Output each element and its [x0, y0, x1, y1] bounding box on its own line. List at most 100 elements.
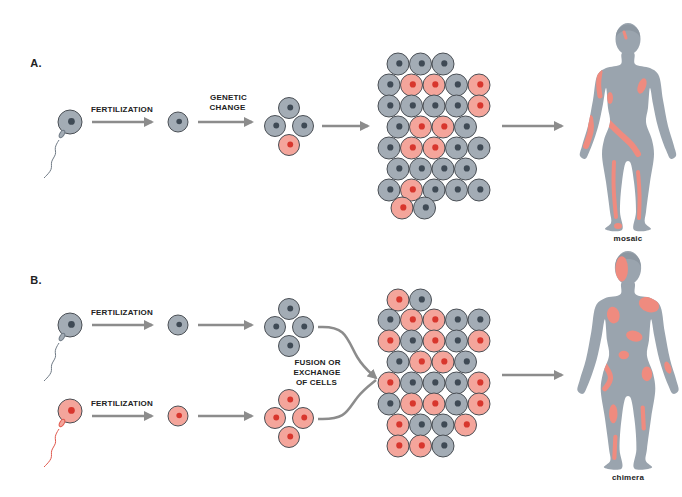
cell	[378, 330, 400, 352]
patch	[609, 404, 617, 423]
panel-letter: B.	[24, 274, 48, 288]
cell	[455, 351, 477, 373]
cell	[468, 74, 490, 96]
panel-letter-text: A.	[29, 57, 42, 69]
step-label: FERTILIZATION	[80, 308, 164, 318]
cell	[378, 137, 400, 159]
cell	[446, 372, 468, 394]
cell	[401, 330, 423, 352]
cell	[265, 408, 286, 429]
cell	[468, 309, 490, 331]
arrow	[198, 121, 252, 124]
cell	[423, 372, 445, 394]
patch	[625, 329, 644, 343]
patch	[642, 367, 653, 382]
cell	[401, 137, 423, 159]
patch	[605, 366, 611, 389]
step-label-text: FERTILIZATION	[90, 105, 154, 114]
cell	[168, 112, 188, 132]
mosaic-figure	[580, 23, 677, 231]
figure-caption-text: chimera	[611, 473, 645, 482]
four-cell-embryo	[265, 98, 314, 156]
figure-caption: chimera	[598, 473, 658, 483]
cell	[455, 158, 477, 180]
cell	[414, 197, 436, 219]
patch	[615, 256, 628, 281]
arrow	[198, 324, 252, 327]
cell	[391, 197, 413, 219]
figure-caption-text: mosaic	[613, 234, 644, 243]
cell	[293, 408, 314, 429]
arrow	[92, 121, 152, 124]
cell	[265, 317, 286, 338]
cell	[279, 98, 300, 119]
patch	[599, 72, 600, 96]
cell	[410, 289, 432, 311]
cell	[410, 116, 432, 138]
cell	[387, 351, 409, 373]
patch	[624, 32, 626, 38]
cell	[410, 158, 432, 180]
cell	[410, 351, 432, 373]
mosaic-cell-mass	[378, 53, 490, 219]
cell	[432, 414, 454, 436]
patch	[586, 118, 591, 146]
cell	[401, 372, 423, 394]
cell	[387, 53, 409, 75]
cell	[168, 406, 188, 426]
step-label: GENETIC CHANGE	[201, 93, 255, 113]
patch	[619, 351, 630, 359]
cell	[401, 74, 423, 96]
patch	[614, 437, 615, 458]
cell	[293, 317, 314, 338]
step-label-text: FERTILIZATION	[90, 308, 154, 317]
cell	[279, 135, 300, 156]
cell	[423, 330, 445, 352]
cell	[401, 309, 423, 331]
cell	[446, 137, 468, 159]
cell	[432, 158, 454, 180]
arrow	[198, 415, 252, 418]
figure-caption: mosaic	[598, 234, 658, 244]
cell	[468, 137, 490, 159]
arrow	[502, 125, 562, 128]
cell	[423, 95, 445, 117]
cell	[446, 179, 468, 201]
cell	[446, 74, 468, 96]
cell	[378, 74, 400, 96]
cell	[455, 414, 477, 436]
cell	[387, 435, 409, 457]
sperm	[44, 129, 66, 178]
arrow	[502, 374, 562, 377]
cell	[423, 309, 445, 331]
cell	[387, 414, 409, 436]
chimera-figure	[577, 251, 678, 470]
panel-letter-text: B.	[29, 274, 42, 286]
cell	[387, 289, 409, 311]
cell	[468, 393, 490, 415]
cell	[432, 53, 454, 75]
cell	[410, 53, 432, 75]
cell	[378, 309, 400, 331]
patch	[638, 172, 640, 218]
cell	[468, 330, 490, 352]
step-label-text: FERTILIZATION	[90, 399, 154, 408]
four-cell-embryo	[265, 299, 314, 357]
arrow	[92, 324, 152, 327]
sperm	[44, 332, 66, 381]
cell	[432, 116, 454, 138]
patch	[606, 306, 621, 325]
step-label: FERTILIZATION	[80, 399, 164, 409]
cell	[279, 299, 300, 320]
cell	[279, 390, 300, 411]
cell	[378, 372, 400, 394]
patch	[607, 92, 613, 104]
chimera-cell-mass	[378, 289, 490, 457]
sperm	[44, 418, 66, 467]
panel-letter: A.	[24, 57, 48, 71]
cell	[387, 116, 409, 138]
step-label-text: FUSION OR EXCHANGE OF CELLS	[293, 358, 340, 387]
cell	[446, 330, 468, 352]
cell	[468, 95, 490, 117]
